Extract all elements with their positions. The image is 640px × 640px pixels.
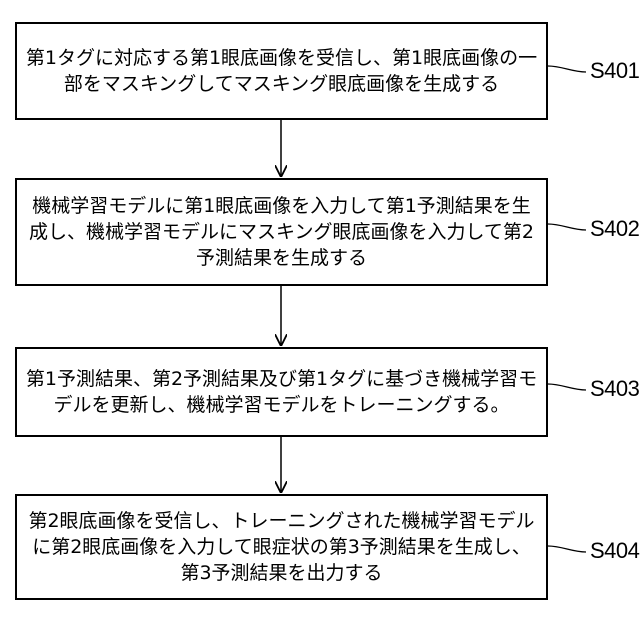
step-label-s402: S402 — [590, 216, 639, 242]
step-text-s402: 機械学習モデルに第1眼底画像を入力して第1予測結果を生成し、機械学習モデルにマス… — [25, 193, 538, 271]
leader-s404 — [548, 546, 586, 552]
step-box-s404: 第2眼底画像を受信し、トレーニングされた機械学習モデルに第2眼底画像を入力して眼… — [15, 494, 548, 600]
leader-s402 — [548, 224, 586, 230]
step-text-s403: 第1予測結果、第2予測結果及び第1タグに基づき機械学習モデルを更新し、機械学習モ… — [25, 366, 538, 418]
step-label-s404: S404 — [590, 538, 639, 564]
step-box-s403: 第1予測結果、第2予測結果及び第1タグに基づき機械学習モデルを更新し、機械学習モ… — [15, 347, 548, 437]
step-label-s401: S401 — [590, 58, 639, 84]
step-text-s401: 第1タグに対応する第1眼底画像を受信し、第1眼底画像の一部をマスキングしてマスキ… — [25, 45, 538, 97]
step-label-s403: S403 — [590, 376, 639, 402]
step-box-s401: 第1タグに対応する第1眼底画像を受信し、第1眼底画像の一部をマスキングしてマスキ… — [15, 22, 548, 120]
leader-s403 — [548, 384, 586, 390]
leader-s401 — [548, 66, 586, 72]
step-box-s402: 機械学習モデルに第1眼底画像を入力して第1予測結果を生成し、機械学習モデルにマス… — [15, 178, 548, 286]
step-text-s404: 第2眼底画像を受信し、トレーニングされた機械学習モデルに第2眼底画像を入力して眼… — [25, 508, 538, 586]
